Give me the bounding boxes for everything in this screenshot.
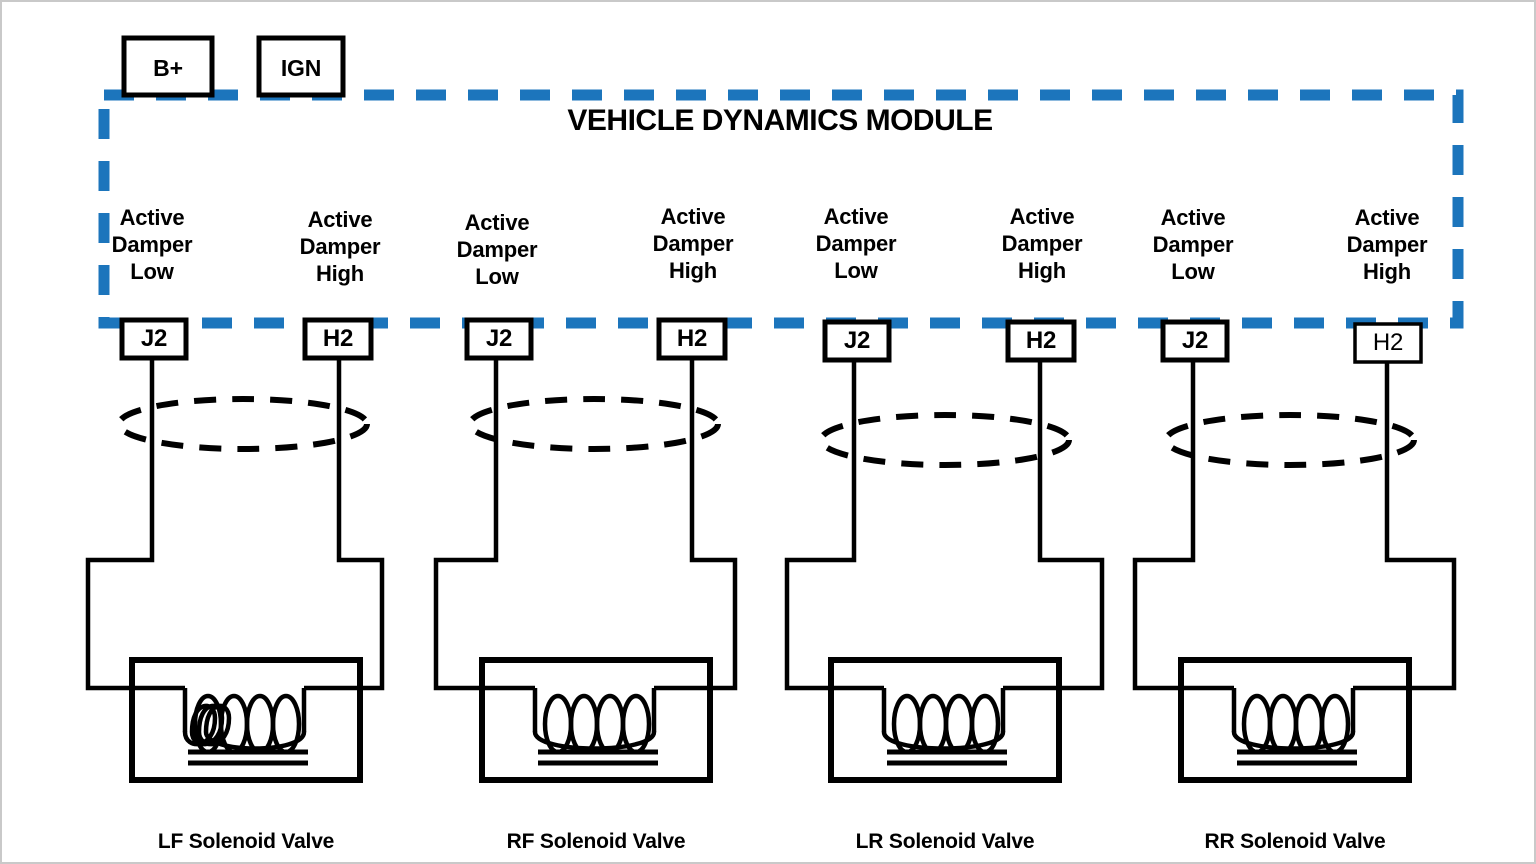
wire-lr-low — [784, 360, 884, 691]
pin-label-rf-h2: H2 — [676, 325, 708, 352]
solenoid-housing-lf — [129, 657, 363, 783]
signal-label-rf-low: Active Damper Low — [456, 210, 538, 289]
valve-label-lf: LF Solenoid Valve — [157, 830, 335, 853]
pin-label-rr-j2: J2 — [1181, 327, 1209, 354]
channel-lf — [85, 317, 385, 783]
signal-label-lf-low: Active Damper Low — [111, 205, 193, 284]
signal-label-rr-low: Active Damper Low — [1152, 205, 1234, 284]
valve-label-rf: RF Solenoid Valve — [506, 830, 686, 853]
valve-label-rr: RR Solenoid Valve — [1204, 830, 1386, 853]
pin-label-lf-h2: H2 — [322, 325, 354, 352]
twisted-pair-ellipse-lr — [818, 412, 1072, 468]
solenoid-housing-rf — [479, 657, 713, 783]
pin-box-rr-h2 — [1353, 322, 1423, 364]
pin-box-rf-h2 — [656, 317, 728, 361]
ign-terminal-label: IGN — [280, 55, 322, 81]
pin-box-lr-h2 — [1005, 319, 1077, 363]
signal-label-lf-high: Active Damper High — [299, 207, 381, 286]
ign-terminal-box — [256, 35, 346, 98]
pin-label-rr-h2: H2 — [1372, 329, 1404, 356]
twisted-pair-ellipse-rr — [1163, 412, 1417, 468]
wire-lf-high — [332, 358, 385, 691]
pin-box-lr-j2 — [822, 319, 892, 363]
solenoid-housing-lr — [828, 657, 1062, 783]
wire-rr-high — [1380, 362, 1457, 691]
pin-label-lf-j2: J2 — [140, 325, 168, 352]
solenoid-housing-rr — [1178, 657, 1412, 783]
b-plus-terminal-label: B+ — [153, 55, 183, 81]
wire-lf-low — [85, 358, 185, 691]
pin-label-lr-h2: H2 — [1025, 327, 1057, 354]
channel-rr — [1132, 319, 1457, 783]
channel-rf — [433, 317, 738, 783]
twisted-pair-ellipse-rf — [467, 396, 721, 452]
module-title: VEHICLE DYNAMICS MODULE — [567, 104, 993, 137]
signal-label-lr-low: Active Damper Low — [815, 204, 897, 283]
wire-lr-high — [1032, 360, 1105, 691]
twisted-pair-ellipse-lf — [116, 396, 370, 452]
solenoid-coil-lf — [182, 703, 307, 751]
wire-rf-high — [682, 358, 738, 691]
channel-lr — [784, 319, 1105, 783]
pin-label-rf-j2: J2 — [485, 325, 513, 352]
pin-label-lr-j2: J2 — [843, 327, 871, 354]
vehicle-dynamics-module-boundary — [98, 89, 1464, 329]
signal-label-lr-high: Active Damper High — [1001, 204, 1083, 283]
pin-box-rf-j2 — [464, 317, 534, 361]
signal-label-rr-high: Active Damper High — [1346, 205, 1428, 284]
valve-label-lr: LR Solenoid Valve — [855, 830, 1035, 853]
wire-rr-low — [1132, 360, 1234, 691]
signal-label-rf-high: Active Damper High — [652, 204, 734, 283]
b-plus-terminal-box — [121, 35, 215, 98]
wire-rf-low — [433, 358, 535, 691]
